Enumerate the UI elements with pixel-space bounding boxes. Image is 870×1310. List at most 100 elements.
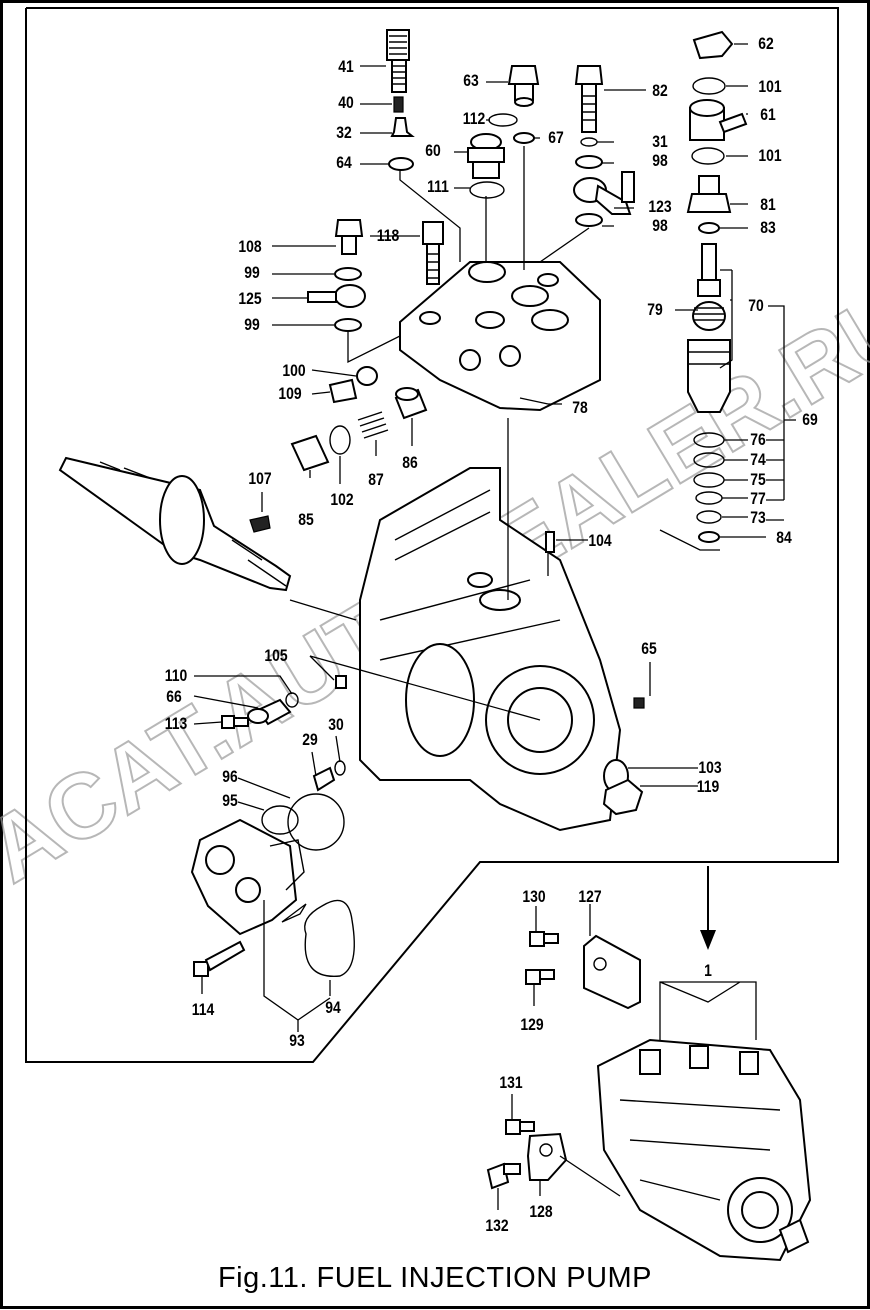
part-118-bolt	[422, 221, 444, 285]
part-67-washer	[513, 132, 535, 144]
part-94-gasket	[304, 899, 355, 977]
callout-112: 112	[463, 110, 486, 129]
part-104-pin	[545, 531, 555, 553]
part-63-plug	[507, 65, 540, 107]
part-98-washer-lower	[575, 213, 603, 227]
part-125-banjo	[307, 284, 366, 308]
part-131-bolt	[505, 1119, 535, 1135]
callout-129: 129	[520, 1016, 544, 1035]
part-95-o-ring	[261, 805, 299, 835]
part-108-eye-bolt	[334, 219, 364, 255]
callout-69: 69	[802, 411, 818, 430]
part-1-pump-assembly	[596, 1038, 812, 1262]
callout-62: 62	[758, 35, 774, 54]
callout-102: 102	[330, 491, 354, 510]
callout-78: 78	[572, 399, 588, 418]
callout-104: 104	[588, 532, 612, 551]
part-64-washer	[388, 157, 414, 171]
callout-119: 119	[697, 778, 720, 797]
callout-41: 41	[338, 58, 354, 77]
part-66-fitting	[247, 698, 292, 726]
part-102-o-ring	[329, 425, 351, 455]
callout-74: 74	[750, 451, 766, 470]
callout-31: 31	[652, 133, 668, 152]
camshaft	[58, 456, 292, 592]
callout-86: 86	[402, 454, 418, 473]
part-32-valve	[390, 117, 415, 137]
part-99-washer-upper	[334, 267, 362, 281]
callout-127: 127	[578, 888, 601, 907]
detail-frame	[25, 7, 839, 1063]
callout-109: 109	[278, 385, 302, 404]
part-107-key	[249, 515, 271, 533]
callout-105: 105	[264, 647, 288, 666]
callout-40: 40	[338, 94, 353, 113]
part-70-plunger	[692, 243, 726, 331]
callout-64: 64	[336, 154, 352, 173]
callout-95: 95	[222, 792, 238, 811]
part-65-plug	[633, 697, 645, 709]
callout-128: 128	[529, 1203, 553, 1222]
callout-107: 107	[248, 470, 271, 489]
callout-108: 108	[238, 238, 262, 257]
callout-32: 32	[336, 124, 352, 143]
part-101-gasket-lower	[691, 147, 725, 165]
callout-111: 111	[427, 178, 449, 197]
part-96-o-ring	[287, 793, 345, 851]
part-101-gasket-upper	[692, 77, 726, 95]
part-114-bolt	[193, 940, 246, 977]
callout-103: 103	[698, 759, 722, 778]
callout-77: 77	[750, 490, 765, 509]
part-109-plug	[328, 378, 358, 404]
figure-caption: Fig.11. FUEL INJECTION PUMP	[217, 1262, 653, 1294]
part-132-bolt	[486, 1162, 521, 1190]
assembly-arrow	[700, 866, 716, 950]
part-105-pin	[335, 675, 347, 689]
part-61-holder	[689, 99, 748, 141]
callout-85: 85	[298, 511, 314, 530]
callout-96: 96	[222, 768, 238, 787]
part-60-plug	[467, 133, 505, 179]
part-130-bolt	[529, 931, 559, 947]
part-98-washer-upper	[575, 155, 603, 169]
part-86-sleeve	[394, 387, 428, 420]
callout-82: 82	[652, 82, 668, 101]
part-93-feed-pump	[190, 818, 305, 936]
part-127-bracket	[583, 934, 641, 1010]
callout-81: 81	[760, 196, 776, 215]
part-111-o-ring	[469, 181, 505, 199]
part-41-nipple	[386, 29, 410, 93]
part-119-nut	[602, 778, 644, 816]
callout-113: 113	[165, 715, 188, 734]
callout-100: 100	[282, 362, 305, 381]
part-129-bolt	[525, 969, 555, 985]
callout-93: 93	[289, 1032, 305, 1051]
callout-65: 65	[641, 640, 657, 659]
part-128-clamp	[526, 1132, 568, 1181]
callout-114: 114	[192, 1001, 215, 1020]
callout-98: 98	[652, 217, 668, 236]
callout-29: 29	[302, 731, 318, 750]
callout-130: 130	[522, 888, 545, 907]
callout-63: 63	[463, 72, 479, 91]
part-84-washer	[698, 531, 720, 543]
callout-79: 79	[647, 301, 663, 320]
callout-61: 61	[760, 106, 776, 125]
part-81-delivery-valve	[686, 175, 732, 213]
callout-83: 83	[760, 219, 776, 238]
callout-70: 70	[748, 297, 763, 316]
part-40-spring	[393, 96, 404, 113]
part-69-barrel	[687, 339, 731, 413]
part-99-washer-lower	[334, 318, 362, 332]
callout-66: 66	[166, 688, 182, 707]
callout-101: 101	[758, 147, 782, 166]
callout-123: 123	[648, 198, 672, 217]
callout-118: 118	[377, 227, 400, 246]
callout-84: 84	[776, 529, 792, 548]
callout-87: 87	[368, 471, 383, 490]
part-87-spring	[357, 411, 389, 439]
callout-76: 76	[750, 431, 766, 450]
